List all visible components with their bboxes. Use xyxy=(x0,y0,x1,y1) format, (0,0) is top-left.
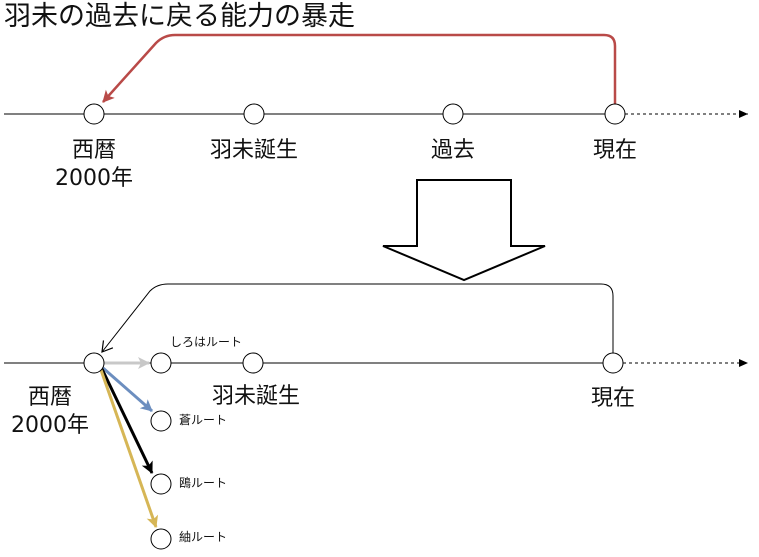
diagram-title: 羽未の過去に戻る能力の暴走 xyxy=(4,1,355,32)
top-node-past xyxy=(442,103,464,125)
top-time-travel-arrow xyxy=(102,33,617,104)
bottom-label-year2000-line2: 2000年 xyxy=(11,413,89,438)
top-node-hane-birth xyxy=(243,103,265,125)
bottom-node-tsumugi xyxy=(150,528,172,550)
bottom-label-present: 現在 xyxy=(590,386,635,411)
bottom-node-ao xyxy=(150,410,172,432)
route-label-tsumugi: 紬ルート xyxy=(179,530,228,544)
transition-down-arrow xyxy=(382,179,546,282)
route-label-ao: 蒼ルート xyxy=(179,413,228,427)
top-label-hane-birth: 羽未誕生 xyxy=(209,138,298,163)
bottom-node-present xyxy=(602,352,624,374)
bottom-node-hane-birth xyxy=(242,352,264,374)
top-label-past: 過去 xyxy=(430,138,475,163)
top-node-year2000 xyxy=(83,103,105,125)
bottom-node-year2000 xyxy=(83,352,105,374)
route-arrow-kamome xyxy=(100,368,154,474)
route-label-shiroha: しろはルート xyxy=(170,335,243,349)
top-label-year2000-line2: 2000年 xyxy=(55,166,133,191)
top-label-present: 現在 xyxy=(592,138,637,163)
route-label-kamome: 鴎ルート xyxy=(179,476,228,490)
top-node-present xyxy=(604,103,626,125)
bottom-node-kamome xyxy=(150,473,172,495)
route-arrow-ao xyxy=(102,366,153,413)
bottom-time-travel-arrow xyxy=(101,283,614,353)
bottom-label-hane-birth: 羽未誕生 xyxy=(211,384,300,409)
top-label-year2000-line1: 西暦 xyxy=(71,138,116,163)
bottom-label-year2000-line1: 西暦 xyxy=(27,385,72,410)
route-arrow-tsumugi xyxy=(99,369,159,528)
bottom-node-shiroha xyxy=(150,352,172,374)
